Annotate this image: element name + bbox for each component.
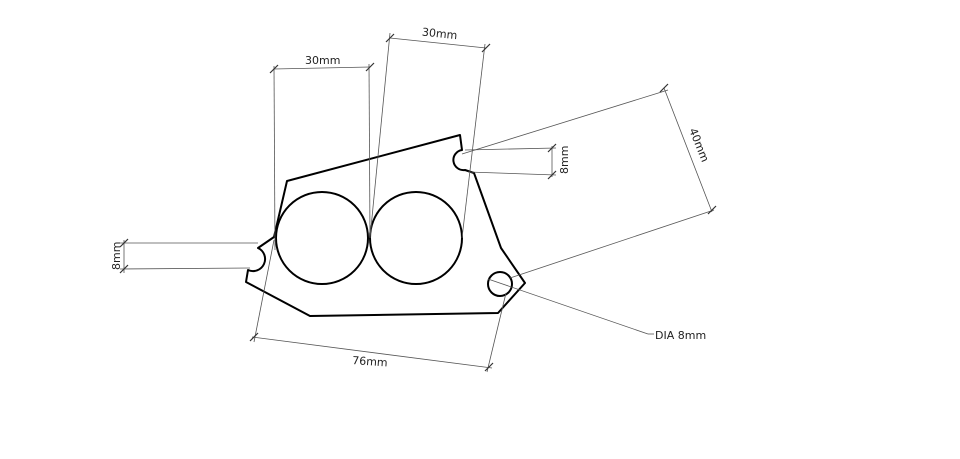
large-hole-right bbox=[369, 191, 463, 285]
dim-left-8mm: 8mm bbox=[110, 238, 258, 274]
dim-top-left-30mm: 30mm bbox=[269, 54, 375, 251]
dim-right-40mm: 40mm bbox=[461, 83, 717, 279]
dim-label: 30mm bbox=[305, 54, 340, 67]
hole-callout: DIA 8mm bbox=[487, 278, 706, 342]
dim-label: 30mm bbox=[421, 26, 458, 43]
large-hole-left bbox=[275, 191, 369, 285]
dim-bottom-76mm: 76mm bbox=[249, 239, 507, 373]
plate-profile bbox=[245, 134, 526, 317]
callout-label: DIA 8mm bbox=[655, 329, 706, 342]
dim-label: 8mm bbox=[558, 146, 571, 174]
dim-label: 76mm bbox=[352, 354, 388, 369]
dim-label: 8mm bbox=[110, 242, 123, 270]
dim-right-8mm: 8mm bbox=[464, 143, 571, 180]
dim-top-right-30mm: 30mm bbox=[369, 26, 491, 239]
part-outline bbox=[245, 134, 526, 317]
small-hole bbox=[487, 271, 513, 297]
dim-label: 40mm bbox=[686, 126, 711, 164]
